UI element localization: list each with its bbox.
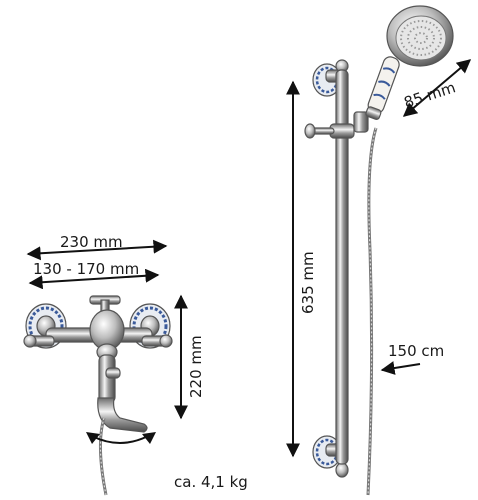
hand-shower-illustration <box>365 5 454 496</box>
shower-bar-illustration <box>304 59 369 478</box>
mixer-width-label: 230 mm <box>60 233 123 251</box>
bar-length-label: 635 mm <box>299 251 317 314</box>
hand-shower-diameter-label: 85 mm <box>402 78 458 112</box>
wall-mixer-illustration <box>23 295 173 496</box>
mixer-center-distance-label: 130 - 170 mm <box>33 260 139 278</box>
mixer-height-label: 220 mm <box>187 335 205 398</box>
weight-label: ca. 4,1 kg <box>174 473 248 491</box>
mixer-center-distance-arrow <box>28 268 160 290</box>
hose-length-arrow <box>380 361 421 375</box>
hose-length-label: 150 cm <box>388 342 444 360</box>
hand-shower-diameter-arrow <box>402 59 472 117</box>
swivel-arrows <box>86 432 156 444</box>
mixer-width-arrow <box>26 239 168 261</box>
